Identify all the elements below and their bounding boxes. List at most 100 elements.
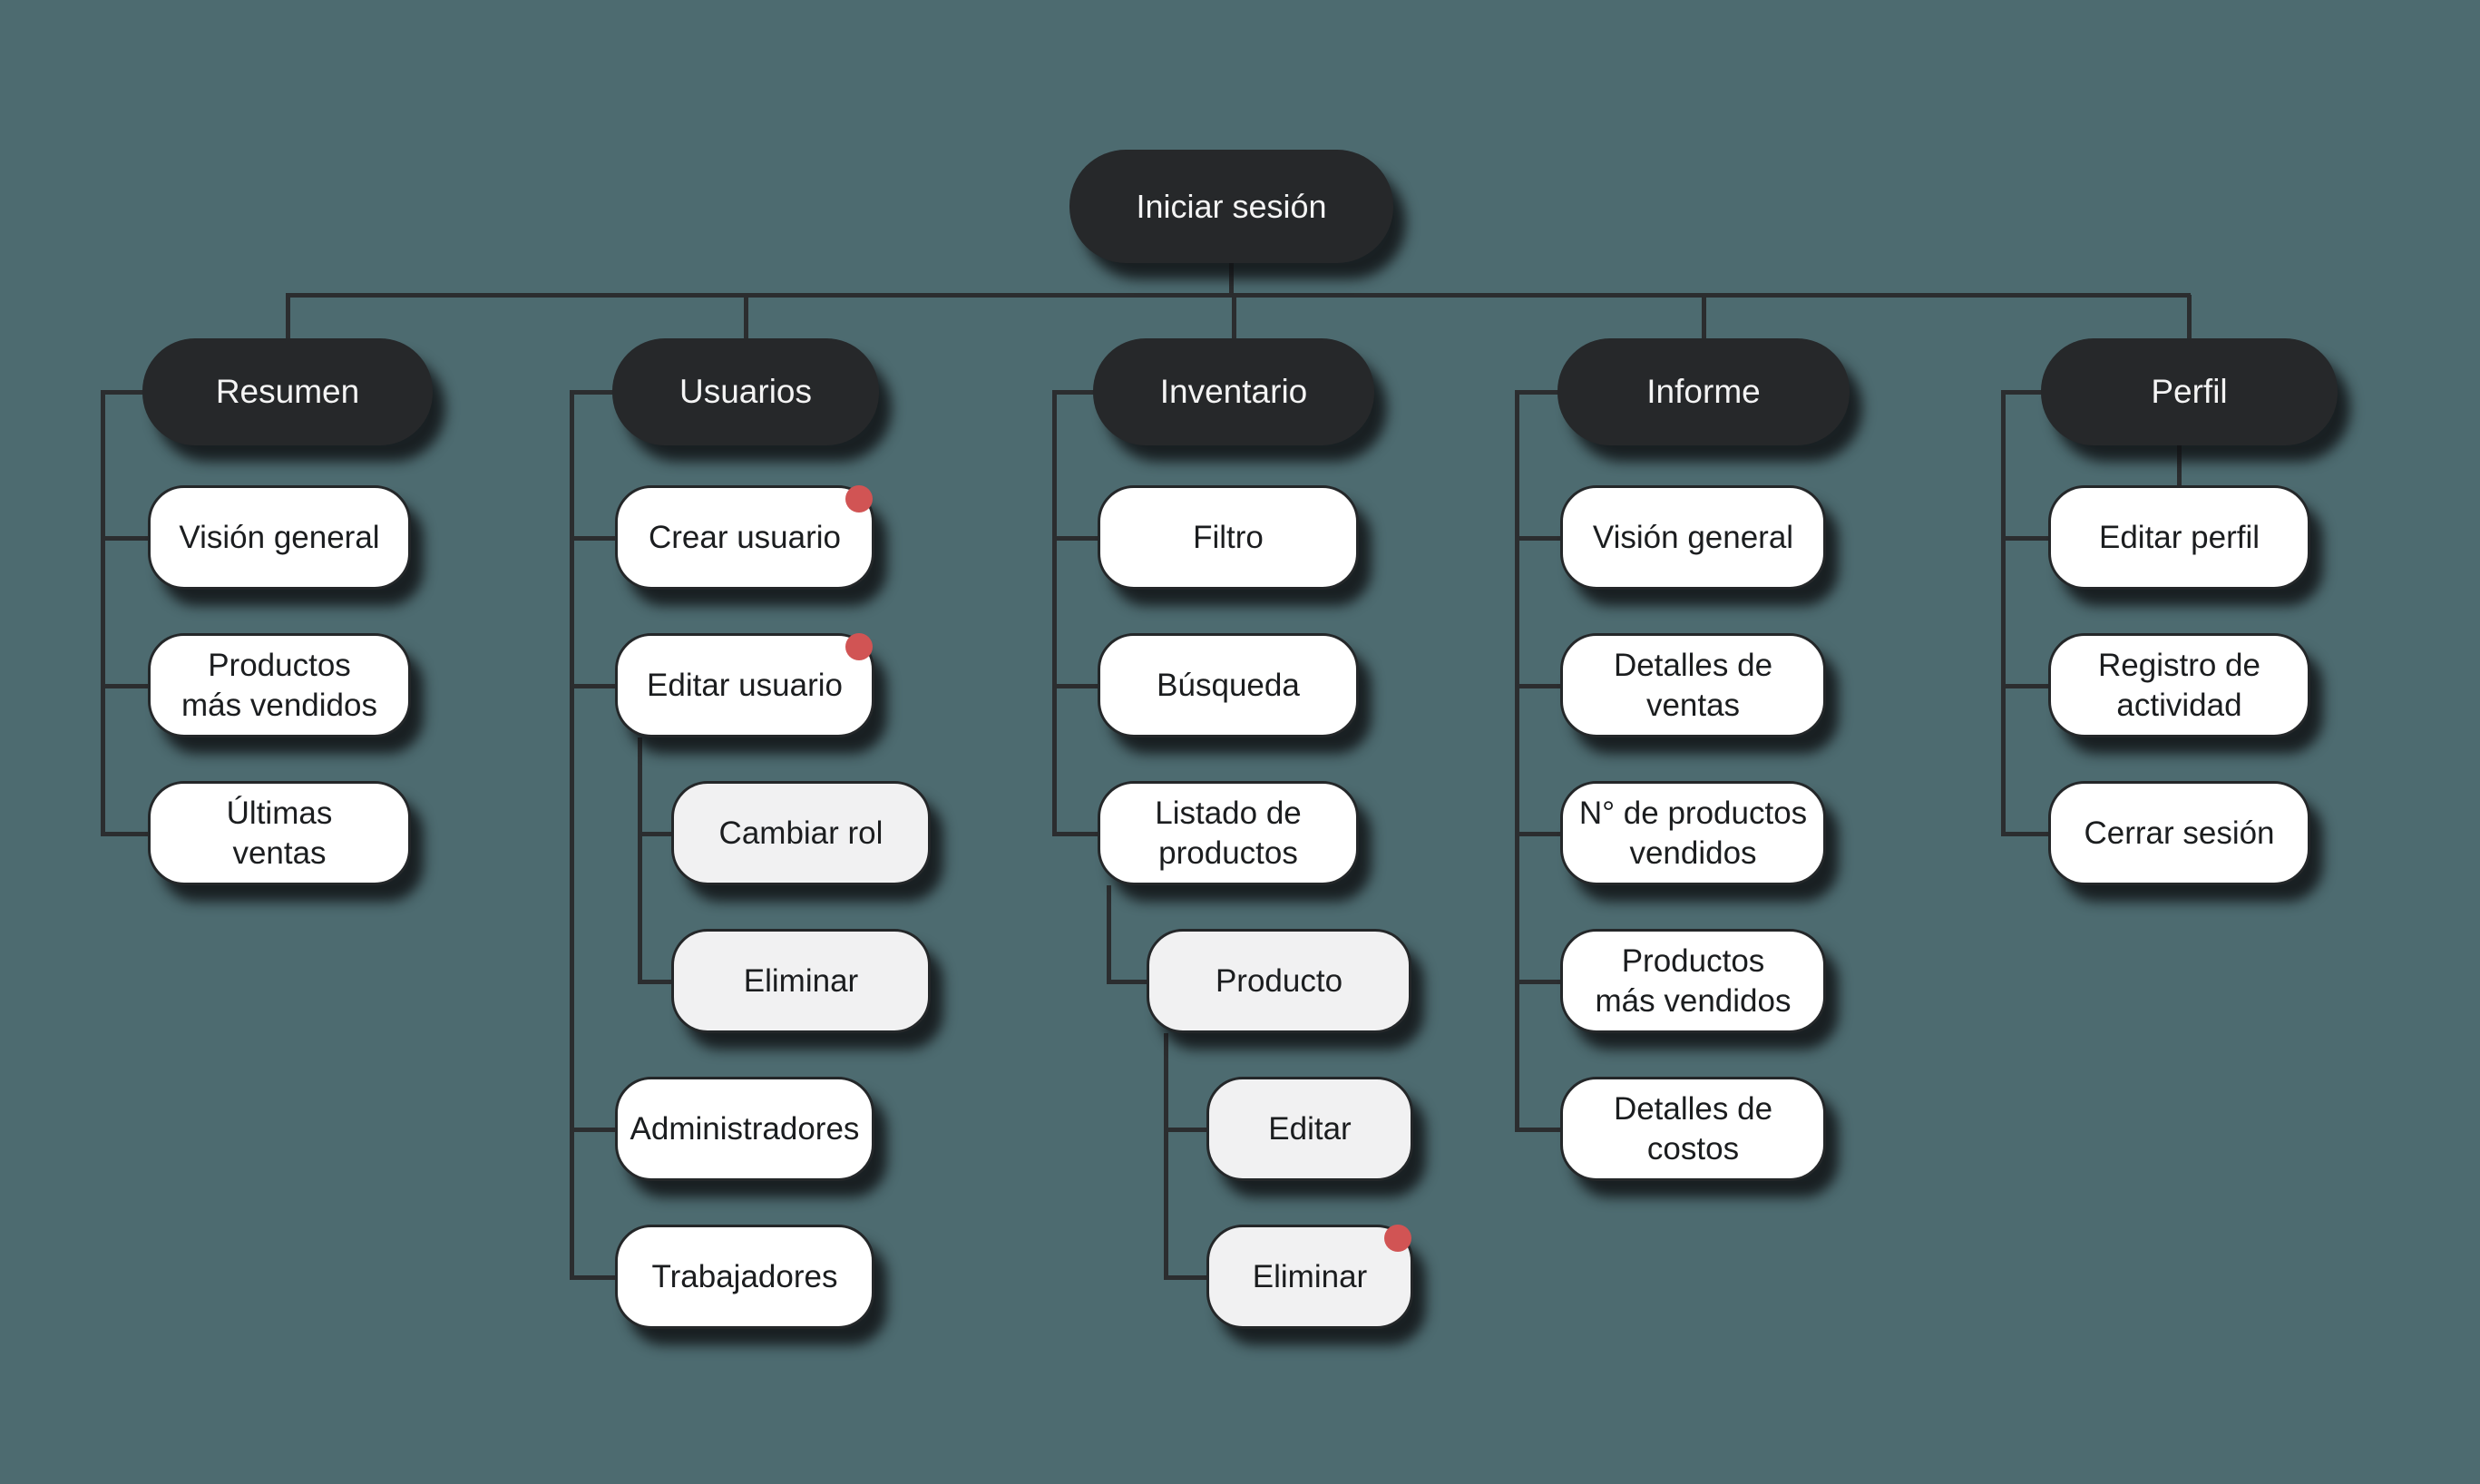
node-label: productos (1158, 835, 1298, 871)
node-perfil-registro-de-actividad[interactable]: Registro de actividad (2048, 633, 2310, 737)
node-usuarios-crear-usuario[interactable]: Crear usuario (615, 485, 874, 590)
node-label: más vendidos (181, 687, 377, 723)
node-label: N° de productos (1578, 795, 1808, 831)
node-label: Registro de (2098, 647, 2260, 683)
connector-line (1702, 295, 1706, 341)
connector-line (101, 832, 150, 836)
node-inventario-listado-de-productos[interactable]: Listado de productos (1098, 781, 1359, 885)
connector-line (1229, 263, 1234, 298)
node-label: Productos (208, 647, 351, 683)
connector-line (2001, 684, 2050, 688)
node-perfil[interactable]: Perfil (2041, 338, 2338, 445)
node-label: más vendidos (1595, 982, 1792, 1019)
connector-line (638, 737, 642, 984)
connector-line (2001, 390, 2043, 395)
connector-line (1052, 390, 1095, 395)
connector-line (570, 1275, 617, 1280)
node-label: ventas (1645, 687, 1741, 723)
connector-line (1515, 1128, 1562, 1132)
node-label: vendidos (1629, 835, 1757, 871)
connector-line (2001, 392, 2006, 836)
connector-line (1515, 390, 1559, 395)
node-label: Iniciar sesión (1136, 187, 1327, 225)
node-label: Últimas (226, 795, 333, 831)
node-resumen-productos-mas-vendidos[interactable]: Productos más vendidos (148, 633, 411, 737)
node-perfil-cerrar-sesion[interactable]: Cerrar sesión (2048, 781, 2310, 885)
node-label: Informe (1646, 373, 1761, 410)
node-label: Crear usuario (648, 519, 842, 555)
node-label: Productos (1621, 942, 1765, 979)
connector-line (1515, 832, 1562, 836)
node-label: Visión general (1592, 519, 1794, 555)
node-label: Detalles de (1613, 647, 1773, 683)
node-informe[interactable]: Informe (1557, 338, 1850, 445)
node-resumen-vision-general[interactable]: Visión general (148, 485, 411, 590)
node-label: actividad (2116, 687, 2242, 723)
connector-line (101, 392, 105, 836)
alert-dot-badge (1384, 1225, 1411, 1252)
connector-line (1515, 536, 1562, 541)
node-inventario-busqueda[interactable]: Búsqueda (1098, 633, 1359, 737)
connector-line (1052, 392, 1057, 836)
node-inventario-editar[interactable]: Editar (1206, 1077, 1413, 1181)
node-usuarios[interactable]: Usuarios (612, 338, 879, 445)
connector-line (1052, 684, 1099, 688)
node-label: Trabajadores (651, 1258, 838, 1294)
node-label: Usuarios (679, 373, 812, 410)
connector-line (1164, 1128, 1208, 1132)
connector-line (1107, 980, 1148, 984)
alert-dot-badge (845, 633, 873, 660)
node-label: Administradores (630, 1110, 860, 1147)
node-label: Eliminar (743, 962, 859, 999)
node-informe-vision-general[interactable]: Visión general (1560, 485, 1826, 590)
node-resumen[interactable]: Resumen (142, 338, 433, 445)
node-informe-n-de-productos-vendidos[interactable]: N° de productos vendidos (1560, 781, 1826, 885)
node-label: costos (1646, 1130, 1740, 1167)
node-iniciar-sesion[interactable]: Iniciar sesión (1069, 150, 1393, 263)
node-inventario-eliminar[interactable]: Eliminar (1206, 1225, 1413, 1329)
node-label: Búsqueda (1157, 667, 1300, 703)
node-label: Cambiar rol (718, 815, 884, 851)
node-usuarios-trabajadores[interactable]: Trabajadores (615, 1225, 874, 1329)
node-label: Cerrar sesión (2084, 815, 2275, 851)
node-label: Resumen (215, 373, 360, 410)
connector-line (638, 832, 673, 836)
node-usuarios-editar-usuario[interactable]: Editar usuario (615, 633, 874, 737)
node-label: Visión general (179, 519, 380, 555)
node-inventario-producto[interactable]: Producto (1147, 929, 1411, 1033)
node-label: Detalles de (1613, 1090, 1773, 1127)
node-label: Filtro (1193, 519, 1264, 555)
node-label: Inventario (1159, 373, 1308, 410)
connector-line (1515, 980, 1562, 984)
connector-line (2001, 536, 2050, 541)
connector-line (570, 684, 617, 688)
node-usuarios-administradores[interactable]: Administradores (615, 1077, 874, 1181)
connector-line (1107, 885, 1111, 984)
connector-line (638, 980, 673, 984)
node-label: Editar (1268, 1110, 1352, 1147)
node-usuarios-eliminar[interactable]: Eliminar (671, 929, 931, 1033)
alert-dot-badge (845, 485, 873, 513)
connector-line (744, 295, 748, 341)
node-inventario-filtro[interactable]: Filtro (1098, 485, 1359, 590)
node-inventario[interactable]: Inventario (1093, 338, 1374, 445)
node-label: Editar perfil (2098, 519, 2260, 555)
node-label: Perfil (2151, 373, 2228, 410)
connector-line (1052, 832, 1099, 836)
node-usuarios-cambiar-rol[interactable]: Cambiar rol (671, 781, 931, 885)
node-label: Eliminar (1252, 1258, 1368, 1294)
connector-line (1164, 1275, 1208, 1280)
connector-line (1164, 1033, 1168, 1280)
connector-line (286, 293, 2191, 298)
connector-line (2187, 295, 2192, 341)
node-perfil-editar-perfil[interactable]: Editar perfil (2048, 485, 2310, 590)
connector-line (2177, 445, 2182, 488)
connector-line (570, 390, 614, 395)
node-informe-detalles-de-ventas[interactable]: Detalles de ventas (1560, 633, 1826, 737)
node-label: Listado de (1155, 795, 1302, 831)
connector-line (570, 1128, 617, 1132)
